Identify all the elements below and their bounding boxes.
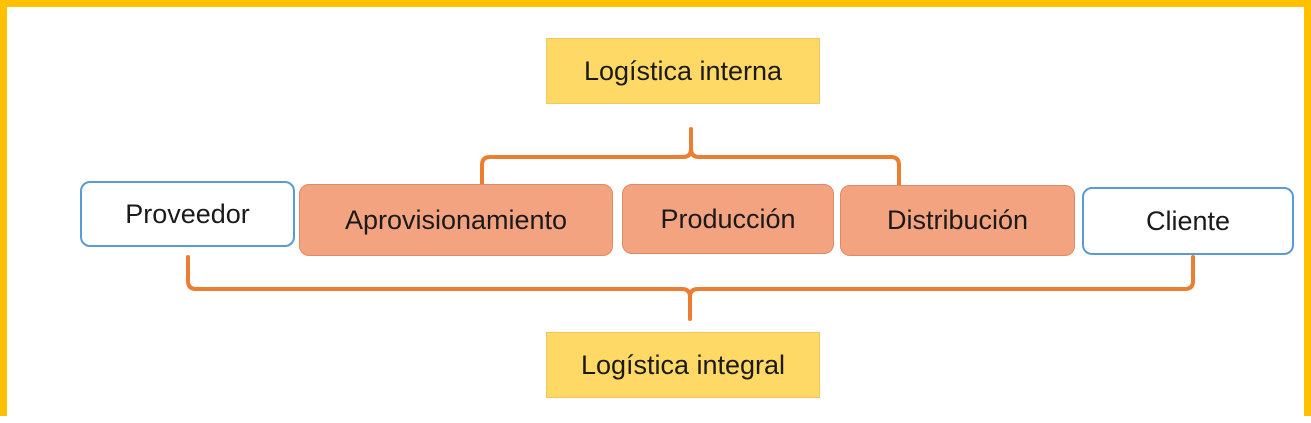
customer-box: Cliente — [1082, 187, 1294, 255]
brace-connectors — [186, 127, 1195, 321]
integral-logistics-brace — [186, 255, 1195, 321]
distribution-box: Distribución — [840, 185, 1075, 256]
supplier-text: Proveedor — [125, 198, 250, 229]
customer-text: Cliente — [1145, 205, 1231, 236]
distribution-text: Distribución — [886, 205, 1029, 235]
integral-logistics-text: Logística integral — [580, 349, 786, 380]
procurement-text: Aprovisionamiento — [344, 204, 568, 235]
integral-logistics-label: Logística integral — [546, 332, 820, 398]
production-text: Producción — [660, 203, 796, 234]
internal-logistics-label: Logística interna — [546, 38, 820, 104]
internal-logistics-brace — [480, 127, 901, 191]
supplier-box: Proveedor — [80, 181, 295, 247]
internal-logistics-text: Logística interna — [583, 55, 783, 86]
procurement-box: Aprovisionamiento — [299, 184, 613, 256]
production-box: Producción — [622, 184, 834, 254]
